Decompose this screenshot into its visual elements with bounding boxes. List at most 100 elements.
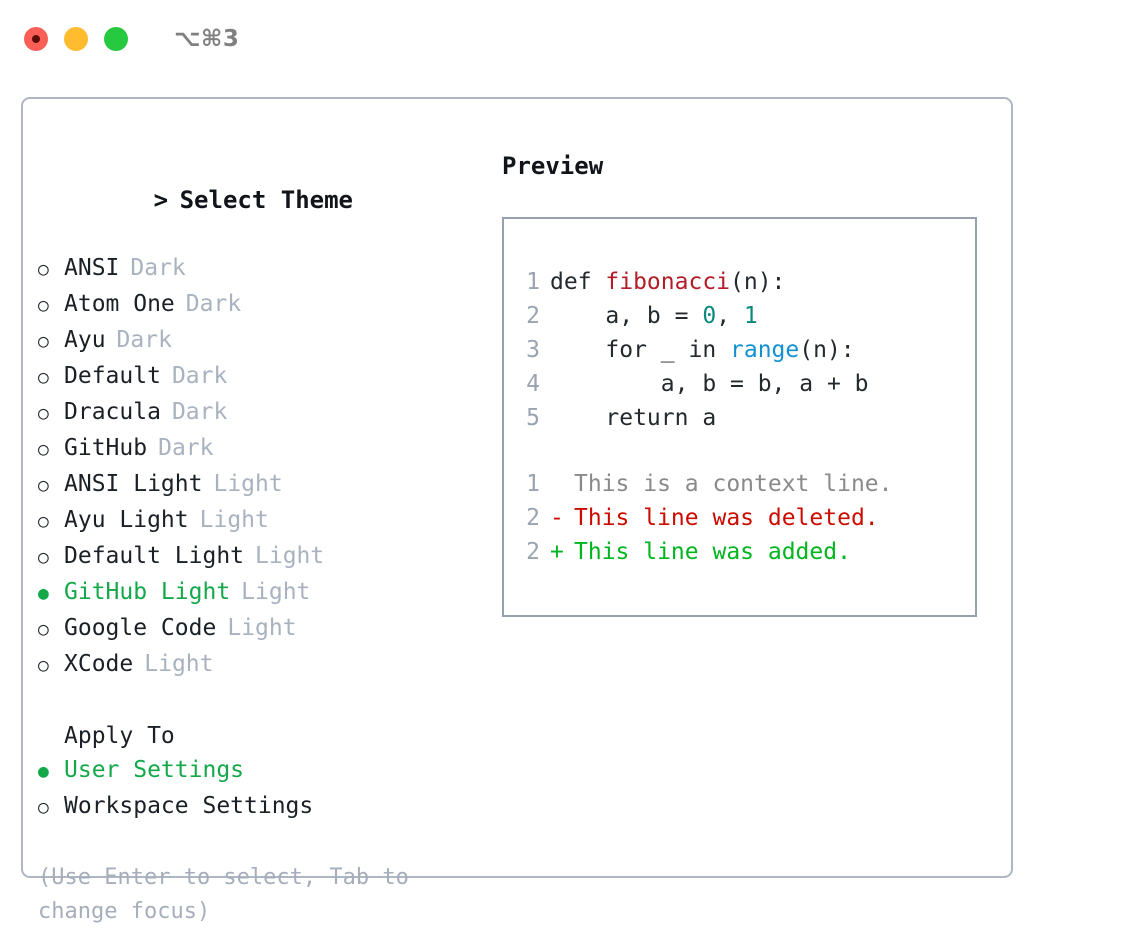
code-line-text: for _ in range(n): xyxy=(550,333,855,367)
diff-sign: - xyxy=(550,505,564,531)
code-token-num: 0 xyxy=(702,303,717,329)
radio-selected-icon: ● xyxy=(38,583,49,604)
theme-option-github-light[interactable]: ● GitHub Light Light xyxy=(38,575,508,611)
code-token-plain: (n): xyxy=(730,269,786,295)
apply-to-section: Apply To ●User Settings ○ Workspace Settin… xyxy=(38,719,508,825)
diff-line: 2-This line was deleted. xyxy=(504,501,975,535)
theme-option-label: Ayu Light xyxy=(64,507,189,533)
radio-unselected-icon: ○ xyxy=(38,797,49,818)
theme-option-variant: Light xyxy=(227,615,297,641)
theme-option-ansi[interactable]: ○ ANSI Dark xyxy=(38,251,508,287)
theme-option-label: Dracula xyxy=(64,399,161,425)
theme-option-label: ANSI Light xyxy=(64,471,203,497)
theme-option-variant: Dark xyxy=(130,255,186,281)
theme-option-dracula[interactable]: ○ Dracula Dark xyxy=(38,395,508,431)
code-token-num: 1 xyxy=(743,303,758,329)
prompt-caret-icon: > xyxy=(153,186,169,214)
minimize-button[interactable] xyxy=(64,27,88,51)
diff-line: 2 + This line was added. xyxy=(504,535,975,569)
theme-option-label: Default xyxy=(64,363,161,389)
close-button[interactable] xyxy=(24,27,48,51)
theme-option-variant: Dark xyxy=(185,291,242,317)
theme-option-variant: Dark xyxy=(116,327,172,353)
select-theme-heading-label: Select Theme xyxy=(179,186,353,214)
theme-option-variant: Dark xyxy=(171,399,228,425)
preview-heading: Preview xyxy=(502,152,604,180)
code-line-number: 4 xyxy=(526,371,540,397)
diff-text: This line was deleted. xyxy=(574,505,879,531)
code-line-text: def fibonacci(n): xyxy=(550,265,785,299)
radio-unselected-icon: ○ xyxy=(38,619,49,640)
diff-line-number: 2 xyxy=(526,539,540,565)
apply-to-heading: Apply To xyxy=(64,723,175,749)
code-line-text: a, b = 0, 1 xyxy=(550,299,758,333)
diff-sign: + xyxy=(550,539,564,565)
theme-option-variant: Light xyxy=(199,507,269,533)
theme-option-variant: Light xyxy=(241,579,311,605)
maximize-button[interactable] xyxy=(104,27,128,51)
diff-sign xyxy=(550,467,574,501)
code-line-text: a, b = b, a + b xyxy=(550,367,869,401)
diff-line-text: This is a context line. xyxy=(550,467,893,501)
code-token-plain: a, b = xyxy=(550,303,703,329)
radio-unselected-icon: ○ xyxy=(38,295,49,316)
radio-unselected-icon: ○ xyxy=(38,331,49,352)
code-token-builtin: range xyxy=(730,337,800,363)
theme-option-variant: Light xyxy=(255,543,325,569)
radio-unselected-icon: ○ xyxy=(38,259,49,280)
keyboard-hint-text: (Use Enter to select, Tab to change focu… xyxy=(38,865,423,924)
keyboard-shortcut-label: ⌥⌘3 xyxy=(174,26,240,52)
diff-line: 1 This is a context line. xyxy=(504,467,975,501)
apply-to-option-label: Workspace Settings xyxy=(64,793,314,819)
theme-option-label: XCode xyxy=(64,651,134,677)
code-token-plain: (n): xyxy=(799,337,855,363)
theme-option-atom-one[interactable]: ○ Atom One Dark xyxy=(38,287,508,323)
theme-option-ayu[interactable]: ○ Ayu Dark xyxy=(38,323,508,359)
code-token-fn: fibonacci xyxy=(605,269,731,295)
radio-unselected-icon: ○ xyxy=(38,475,49,496)
apply-to-list: ●User Settings ○ Workspace Settings xyxy=(38,753,508,825)
traffic-lights xyxy=(24,27,128,51)
theme-option-label: GitHub xyxy=(64,435,148,461)
theme-option-label: Atom One xyxy=(64,291,175,317)
code-token-plain: for _ in xyxy=(550,337,731,363)
theme-option-variant: Dark xyxy=(171,363,228,389)
code-token-plain: def xyxy=(550,269,606,295)
theme-option-variant: Light xyxy=(144,651,214,677)
theme-option-variant: Dark xyxy=(158,435,214,461)
code-line: 2 a, b = 0, 1 xyxy=(504,299,975,333)
theme-option-label: Ayu xyxy=(64,327,106,353)
radio-unselected-icon: ○ xyxy=(38,367,49,388)
preview-spacer xyxy=(504,435,975,467)
code-line-number: 3 xyxy=(526,337,540,363)
select-theme-heading: > Select Theme xyxy=(38,149,508,251)
code-line: 3 for _ in range(n): xyxy=(504,333,975,367)
diff-line-number: 2 xyxy=(526,505,540,531)
code-token-plain: a, b = b, a + b xyxy=(550,371,869,397)
code-line: 5 return a xyxy=(504,401,975,435)
apply-to-option-user-settings[interactable]: ●User Settings xyxy=(38,753,508,789)
theme-option-label: GitHub Light xyxy=(64,579,231,605)
diff-line-text: + This line was added. xyxy=(550,535,851,569)
diff-text: This line was added. xyxy=(574,539,851,565)
diff-sample: 1 This is a context line.2-This line was… xyxy=(504,467,975,569)
code-token-plain: return a xyxy=(550,405,717,431)
theme-option-default[interactable]: ○ Default Dark xyxy=(38,359,508,395)
radio-unselected-icon: ○ xyxy=(38,403,49,424)
theme-option-label: ANSI xyxy=(64,255,120,281)
code-line-number: 2 xyxy=(526,303,540,329)
apply-to-option-workspace-settings[interactable]: ○ Workspace Settings xyxy=(38,789,508,825)
